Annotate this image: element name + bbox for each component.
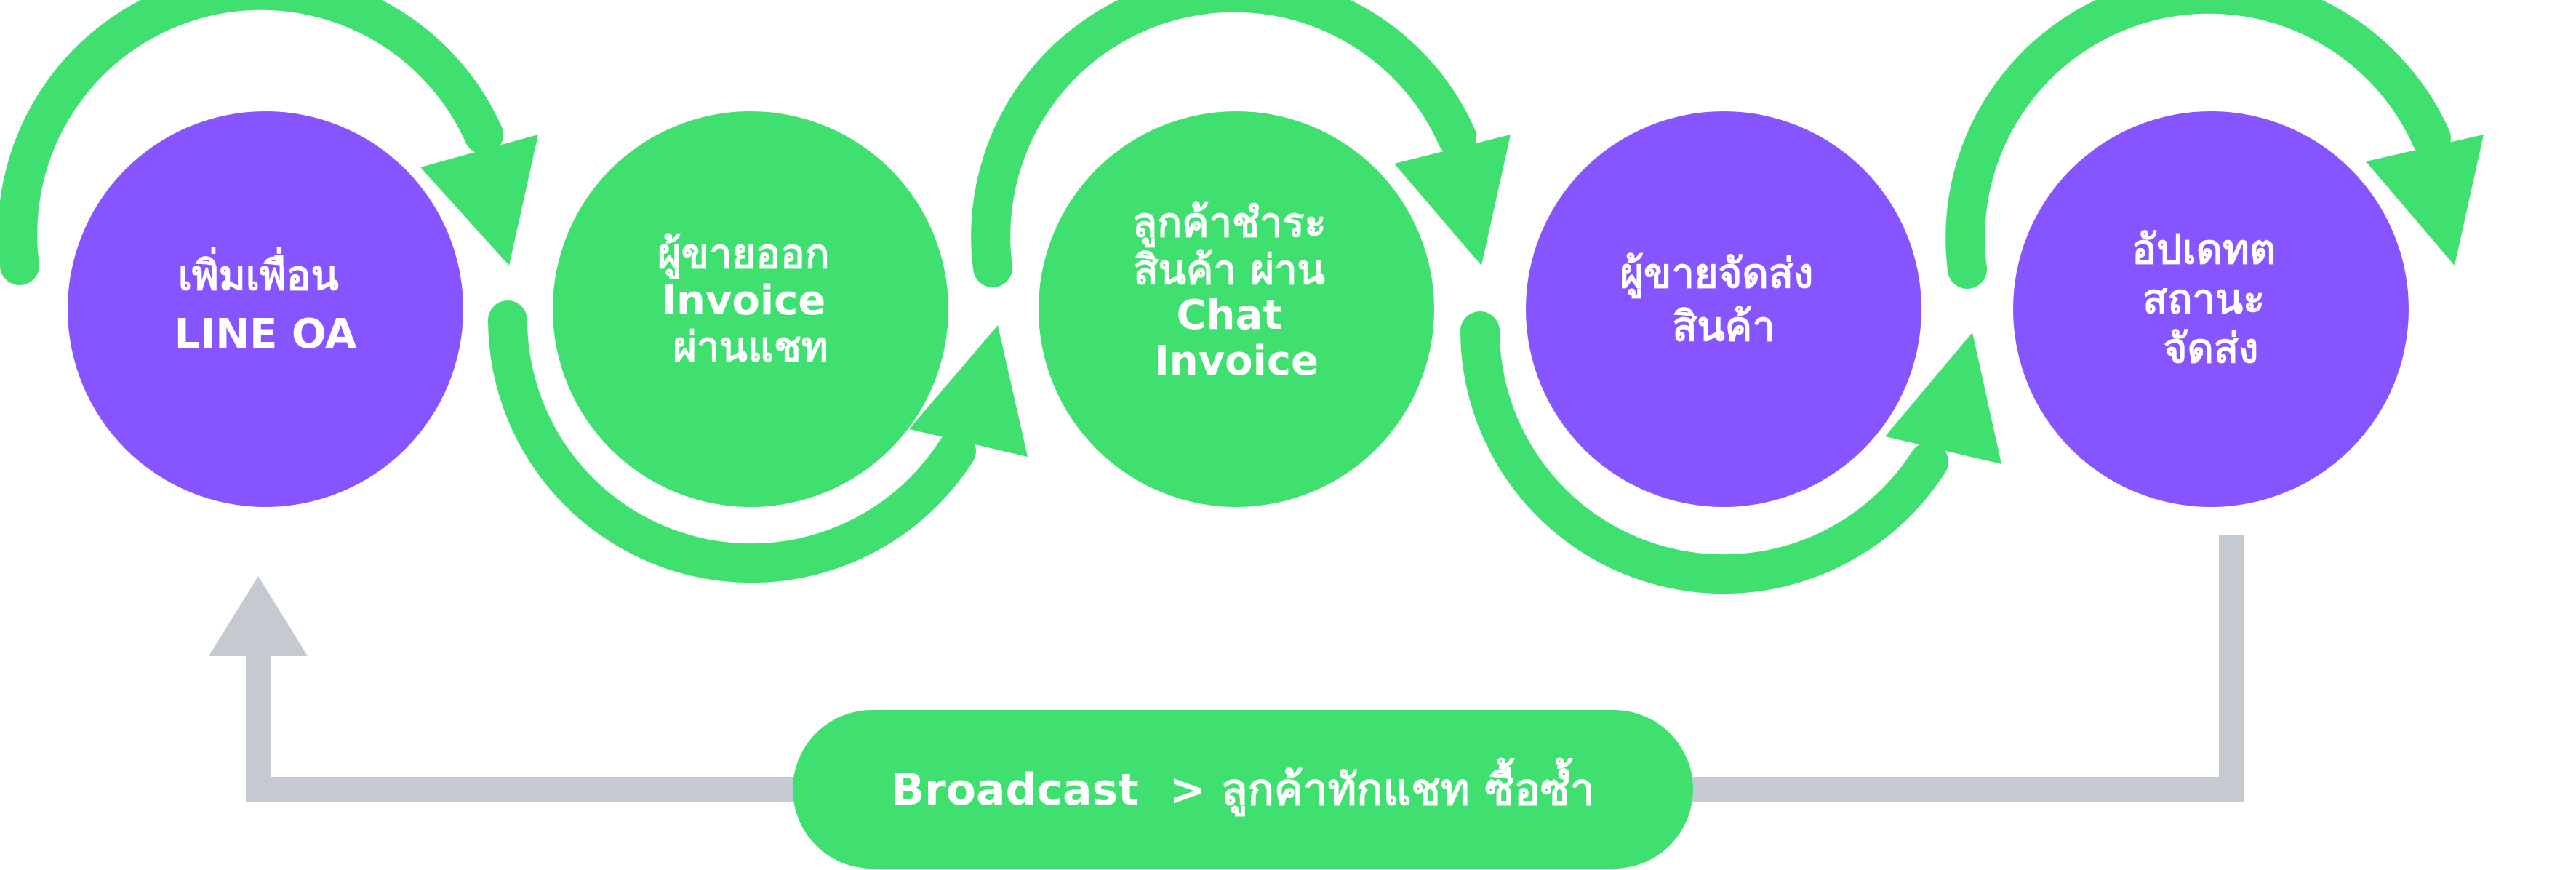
stage-3-line-4: Invoice: [1154, 338, 1319, 385]
stage-4-line-2: สินค้า: [1672, 303, 1775, 351]
connector-arrow-top-1: [0, 0, 503, 285]
stage-2-line-2: Invoice: [661, 277, 825, 324]
stage-circles: [68, 111, 2409, 507]
loop-pill: Broadcast > ลูกค้าทักแชท ซื้อซ้ำ: [793, 710, 1693, 869]
stage-5-circle: [2013, 111, 2409, 507]
stage-2-circle: [553, 111, 948, 507]
loop-pill-shape: [793, 710, 1693, 869]
stage-4-label: ผู้ขายจัดส่ง สินค้า: [1620, 250, 1828, 351]
stage-3-line-3: Chat: [1176, 292, 1282, 339]
connector-arrowheads: [420, 135, 2484, 464]
arrowhead-top-1: [420, 135, 538, 266]
connector-arrows: [0, 0, 2451, 594]
stage-3-circle: [1039, 111, 1434, 507]
stage-5-label: อัปเดทต สถานะ จัดส่ง: [2132, 226, 2289, 372]
arrowhead-bottom-2: [1885, 332, 2001, 464]
connector-arrow-bottom-2: [1460, 311, 1948, 594]
stage-3-line-2: สินค้า ผ่าน: [1134, 247, 1325, 294]
stage-3-line-1: ลูกค้าชำระ: [1132, 199, 1327, 248]
stage-3-label: ลูกค้าชำระ สินค้า ผ่าน Chat Invoice: [1132, 199, 1340, 385]
connector-arrow-top-3: [1945, 0, 2451, 289]
stage-2-line-3: ผ่านแชท: [673, 324, 828, 371]
connector-arrow-top-2: [971, 0, 1476, 287]
stage-1-line-1: เพิ่มเพื่อน: [178, 247, 339, 300]
stage-2-line-1: ผู้ขายออก: [657, 231, 830, 279]
return-loop-arrowhead: [209, 576, 308, 656]
arrowhead-bottom-1: [909, 325, 1028, 457]
stage-5-line-2: สถานะ: [2143, 276, 2265, 323]
connector-arrow-bottom-1: [488, 300, 976, 583]
stage-4-circle: [1526, 111, 1921, 507]
loop-pill-label: Broadcast > ลูกค้าทักแชท ซื้อซ้ำ: [891, 757, 1594, 817]
stage-1-line-2: LINE OA: [175, 311, 357, 358]
arrowhead-top-3: [2366, 135, 2484, 266]
stage-5-line-1: อัปเดทต: [2132, 226, 2276, 274]
stage-4-line-1: ผู้ขายจัดส่ง: [1620, 250, 1813, 299]
arrowhead-top-2: [1394, 135, 1511, 266]
stage-5-line-3: จัดส่ง: [2164, 325, 2259, 372]
stage-2-label: ผู้ขายออก Invoice ผ่านแชท: [657, 231, 844, 371]
stage-1-circle: [68, 111, 463, 507]
stage-1-label: เพิ่มเพื่อน LINE OA: [175, 247, 357, 358]
